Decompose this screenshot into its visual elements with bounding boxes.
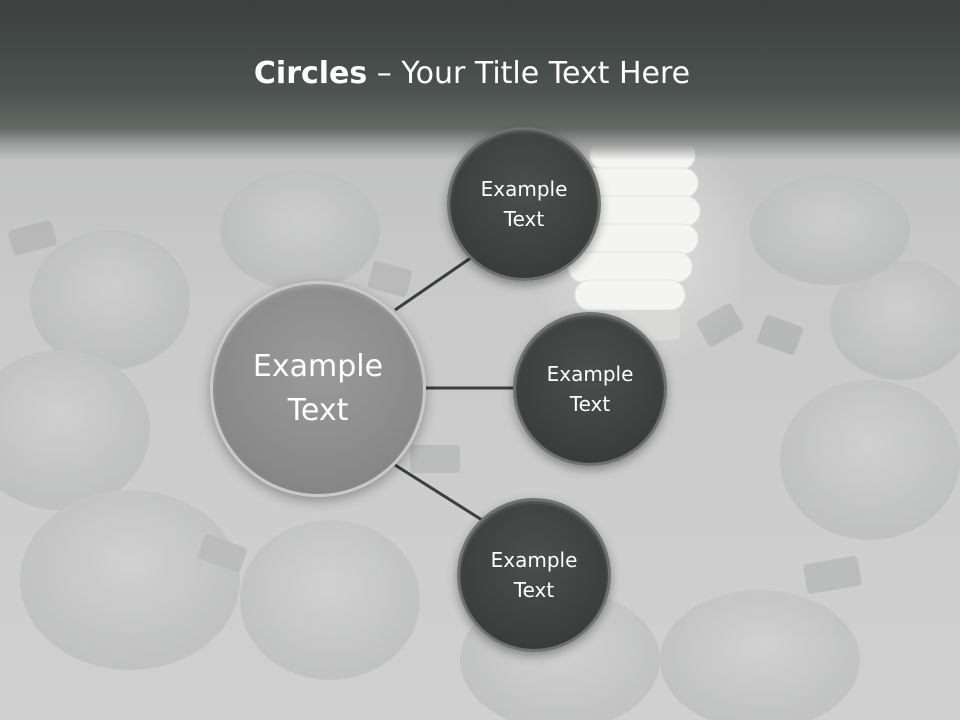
center-circle-line2: Text (287, 393, 349, 428)
node-bottom-line1: Example (490, 548, 578, 572)
slide-title: Circles – Your Title Text Here (0, 52, 944, 96)
node-middle-line1: Example (546, 362, 634, 386)
connector-line-bottom (394, 463, 483, 522)
title-bold: Circles (253, 56, 368, 91)
node-circle-bottom: Example Text (457, 498, 611, 652)
node-circle-top: Example Text (447, 127, 601, 281)
node-top-line2: Text (503, 207, 545, 231)
node-circle-middle: Example Text (513, 312, 667, 466)
node-top-line1: Example (480, 177, 568, 201)
center-circle: Example Text (210, 281, 426, 497)
node-bottom-line2: Text (513, 578, 555, 602)
node-middle-line2: Text (569, 392, 611, 416)
connector-line-top (394, 253, 476, 312)
title-rest: – Your Title Text Here (367, 56, 691, 91)
center-circle-line1: Example (252, 349, 384, 384)
header-band (0, 0, 960, 160)
